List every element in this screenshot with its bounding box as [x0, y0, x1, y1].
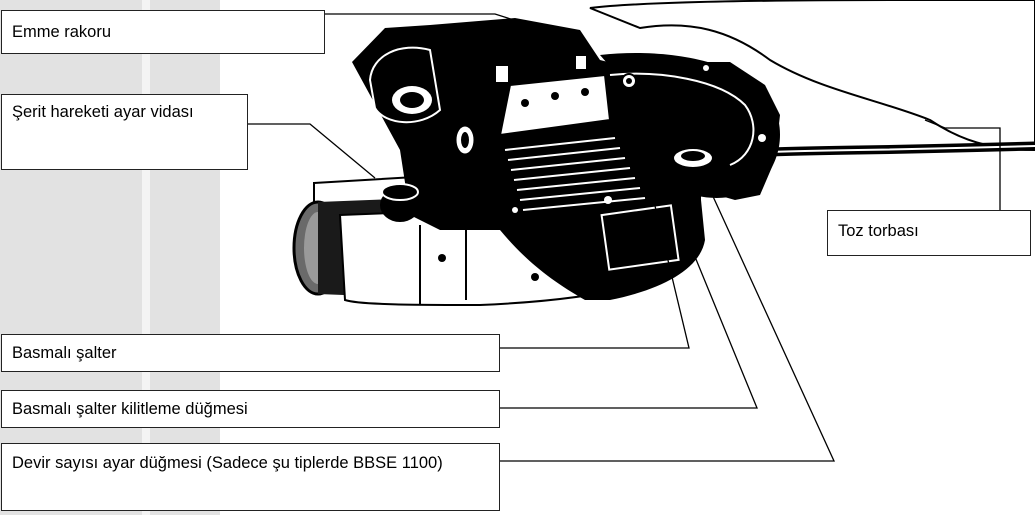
callout-speed-adjust-knob: Devir sayısı ayar düğmesi (Sadece şu tip… — [1, 443, 500, 511]
handle — [600, 52, 780, 198]
background-stripe — [142, 0, 150, 515]
callout-suction-port: Emme rakoru — [1, 10, 325, 54]
leader-lines — [248, 13, 1001, 462]
callout-trigger-switch: Basmalı şalter — [1, 334, 500, 372]
background-stripe — [150, 0, 220, 515]
callout-dust-bag: Toz torbası — [827, 210, 1031, 256]
callout-switch-lock-button: Basmalı şalter kilitleme düğmesi — [1, 390, 500, 428]
grip-ribs — [504, 137, 646, 211]
background-stripe — [0, 0, 142, 515]
callout-belt-tracking-screw: Şerit hareketi ayar vidası — [1, 94, 248, 170]
